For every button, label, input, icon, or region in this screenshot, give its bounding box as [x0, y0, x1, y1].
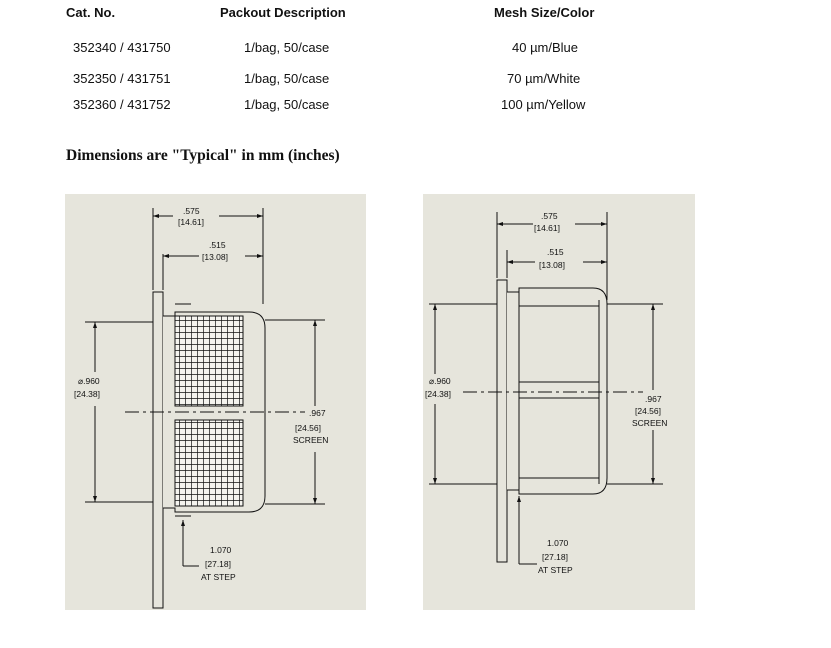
- table-cell-cat: 352340 / 431750: [73, 40, 171, 55]
- dia-mm-label: [24.38]: [425, 389, 451, 399]
- strainer-drawing-right: .575 [14.61] .515 [13.08] ⌀.960 [24.38] …: [425, 211, 667, 575]
- dim-967-mm-label: [24.56]: [295, 423, 321, 433]
- dim-1070-mm-label: [27.18]: [542, 552, 568, 562]
- table-cell-packout: 1/bag, 50/case: [244, 71, 330, 86]
- table-cell-cat: 352360 / 431752: [73, 97, 171, 112]
- dim-1070-mm-label: [27.18]: [205, 559, 231, 569]
- at-step-label: AT STEP: [201, 572, 236, 582]
- table-cell-cat: 352350 / 431751: [73, 71, 171, 86]
- strainer-drawing-left: .575 [14.61] .515 [13.08] ⌀.960 [24.38] …: [74, 206, 328, 609]
- dim-515-mm-label: [13.08]: [539, 260, 565, 270]
- dia-mm-label: [24.38]: [74, 389, 100, 399]
- dim-1070-label: 1.070: [210, 545, 232, 555]
- dim-515-mm-label: [13.08]: [202, 252, 228, 262]
- dim-515-label: .515: [209, 240, 226, 250]
- table-cell-packout: 1/bag, 50/case: [244, 97, 330, 112]
- screen-label: SCREEN: [293, 435, 328, 445]
- dim-967-label: .967: [309, 408, 326, 418]
- dim-967-mm-label: [24.56]: [635, 406, 661, 416]
- dim-575-mm-label: [14.61]: [534, 223, 560, 233]
- table-cell-mesh: 70 µm/White: [507, 71, 581, 86]
- header-mesh: Mesh Size/Color: [494, 5, 595, 20]
- header-cat-no: Cat. No.: [66, 5, 116, 20]
- table-cell-mesh: 100 µm/Yellow: [501, 97, 586, 112]
- dimensions-note: Dimensions are "Typical" in mm (inches): [66, 147, 340, 164]
- dim-575-label: .575: [541, 211, 558, 221]
- at-step-label: AT STEP: [538, 565, 573, 575]
- screen-label: SCREEN: [632, 418, 667, 428]
- table-cell-mesh: 40 µm/Blue: [512, 40, 579, 55]
- dim-575-label: .575: [183, 206, 200, 216]
- dia-label: ⌀.960: [78, 376, 100, 386]
- dim-1070-label: 1.070: [547, 538, 569, 548]
- table-cell-packout: 1/bag, 50/case: [244, 40, 330, 55]
- drawing-panel-right: .575 [14.61] .515 [13.08] ⌀.960 [24.38] …: [423, 194, 695, 610]
- dim-515-label: .515: [547, 247, 564, 257]
- dia-label: ⌀.960: [429, 376, 451, 386]
- dim-575-mm-label: [14.61]: [178, 217, 204, 227]
- header-packout: Packout Description: [220, 5, 346, 20]
- dim-967-label: .967: [645, 394, 662, 404]
- drawing-panel-left: .575 [14.61] .515 [13.08] ⌀.960 [24.38] …: [65, 194, 366, 610]
